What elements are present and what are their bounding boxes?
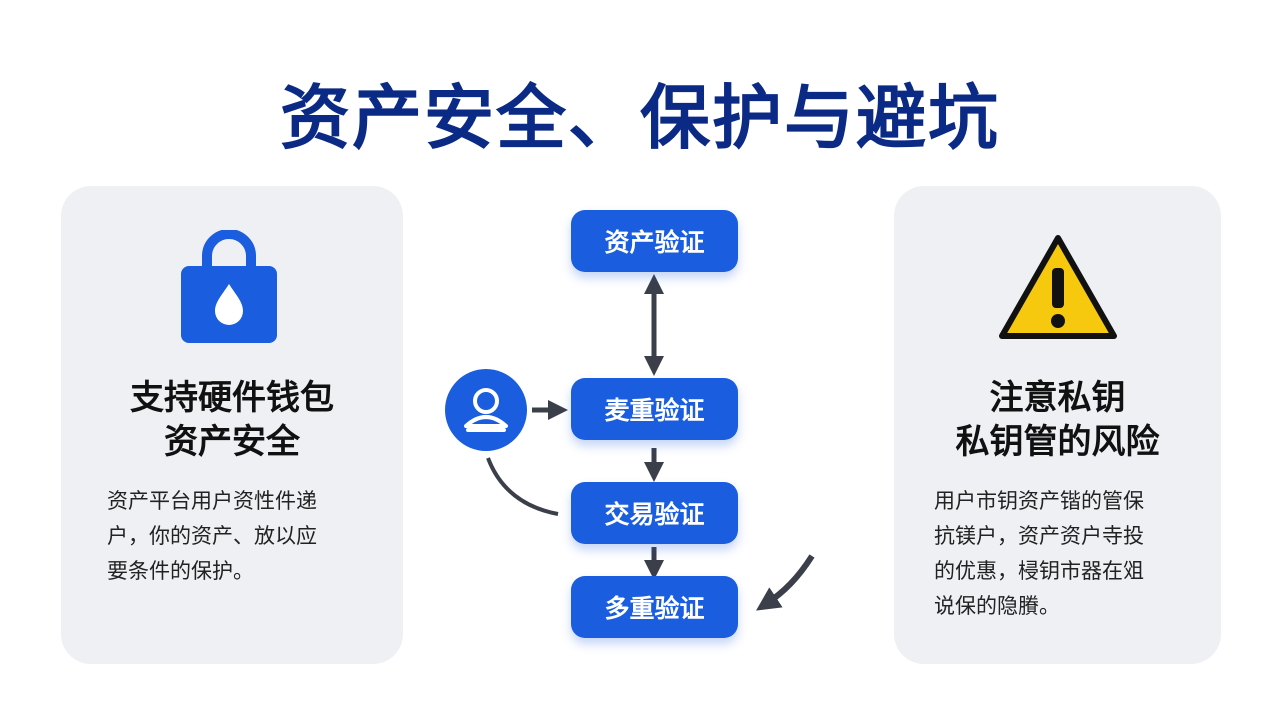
bag-lock-icon (181, 230, 277, 343)
flow-step-asset-verification: 资产验证 (571, 210, 738, 272)
warning-triangle-icon (999, 235, 1117, 339)
user-icon (445, 369, 527, 451)
left-card-body: 资产平台用户资性件递 户，你的资产、放以应 要条件的保护。 (107, 489, 317, 583)
right-card-body: 用户市钥资产锴的管保 抗镁户，资产资户寺投 的优惠，梫钥市器在㸖 说保的隐賸。 (934, 489, 1144, 618)
curved-return-arrow (756, 554, 815, 611)
right-card-heading: 注意私钥 私钥管的风险 (955, 378, 1160, 462)
flow-step-transaction-verification: 交易验证 (571, 482, 738, 544)
droplet-icon (215, 284, 243, 325)
curved-connector (486, 457, 559, 516)
hardware-wallet-card: 支持硬件钱包 资产安全 资产平台用户资性件递 户，你的资产、放以应 要条件的保护… (61, 186, 403, 664)
flow-step-multi-verification: 麦重验证 (571, 378, 738, 440)
flow-step-multiple-verification: 多重验证 (571, 576, 738, 638)
page-title: 资产安全、保护与避坑 (280, 77, 1000, 159)
left-card-heading: 支持硬件钱包 资产安全 (130, 378, 334, 462)
private-key-risk-card: 注意私钥 私钥管的风险 用户市钥资产锴的管保 抗镁户，资产资户寺投 的优惠，梫钥… (894, 186, 1221, 664)
